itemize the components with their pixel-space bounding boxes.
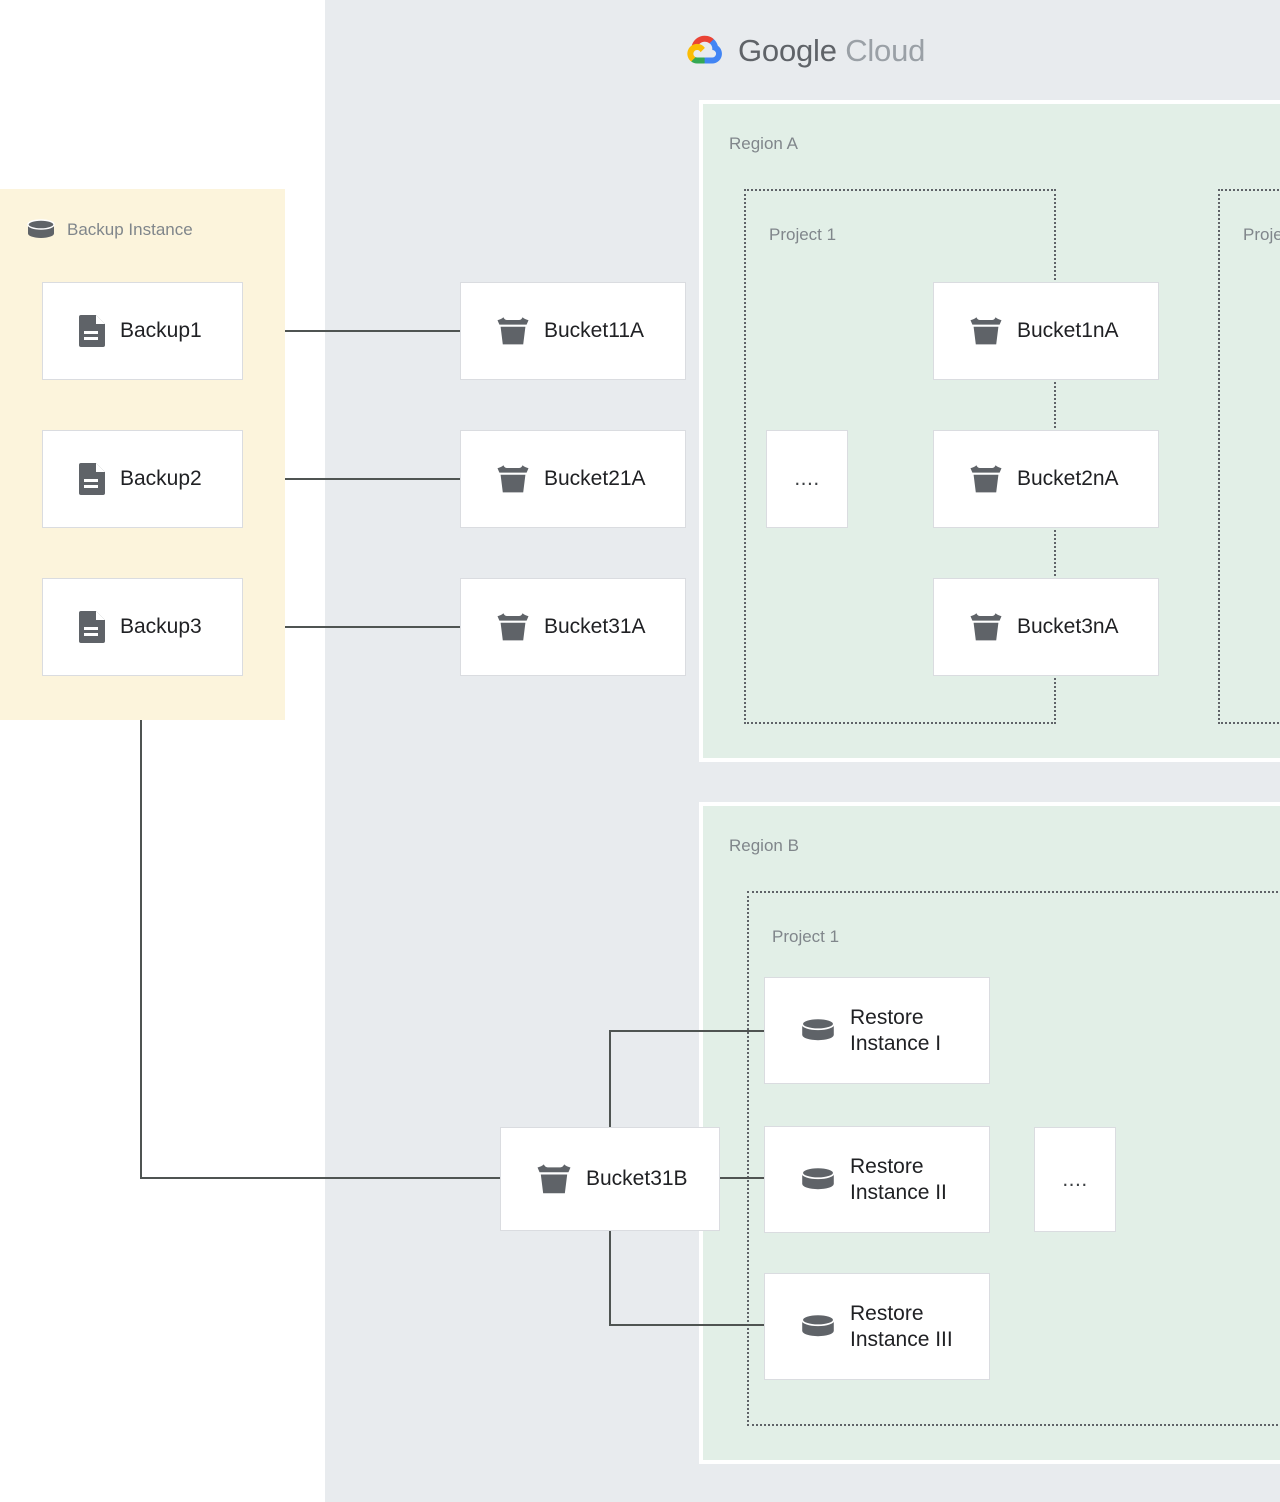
google-cloud-logo-icon [682,31,726,71]
node-bucket11a[interactable]: Bucket11A [460,282,686,380]
storage-bucket-icon [497,612,529,642]
node-bucket31a-label: Bucket31A [544,615,646,639]
node-bucket3na[interactable]: Bucket3nA [933,578,1159,676]
database-cylinder-icon [801,1017,835,1044]
node-restore-instance-iii-label: Restore Instance III [850,1301,953,1351]
backup-instance-panel: Backup Instance Backup1 [0,189,285,720]
region-a-label: Region A [729,134,798,153]
node-ellipsis-region-a: .... [766,430,848,528]
brand-name-cloud: Cloud [845,33,926,68]
database-cylinder-icon [801,1313,835,1340]
google-cloud-brand: Google Cloud [682,31,925,71]
database-cylinder-icon [27,219,55,241]
database-cylinder-icon [801,1166,835,1193]
connector-backup3-to-bucket31b-horizontal [140,1177,500,1179]
storage-bucket-icon [970,316,1002,346]
storage-bucket-icon [537,1163,571,1195]
backup-instance-header: Backup Instance [27,219,193,241]
node-restore-instance-i-label: Restore Instance I [850,1005,942,1055]
connector-backup1-to-bucket11a [243,330,460,332]
storage-bucket-icon [497,464,529,494]
node-bucket3na-label: Bucket3nA [1017,615,1119,639]
region-b-label: Region B [729,836,799,855]
node-bucket31b-label: Bucket31B [586,1167,688,1191]
node-backup1-label: Backup1 [120,319,202,343]
project-1-region-b-label: Project 1 [772,927,840,946]
node-backup3-label: Backup3 [120,615,202,639]
project-1-region-b-container: Project 1 [747,891,1280,1426]
node-bucket2na-label: Bucket2nA [1017,467,1119,491]
node-bucket1na[interactable]: Bucket1nA [933,282,1159,380]
storage-bucket-icon [497,316,529,346]
document-icon [79,611,105,643]
storage-bucket-icon [970,612,1002,642]
node-bucket21a-label: Bucket21A [544,467,646,491]
connector-bucket31b-to-restore-iii [609,1324,765,1326]
node-ellipsis-region-b: .... [1034,1127,1116,1232]
node-backup2[interactable]: Backup2 [42,430,243,528]
connector-bucket31b-branch-up [609,1030,611,1140]
project-1-region-a-label: Project 1 [769,225,837,244]
node-bucket1na-label: Bucket1nA [1017,319,1119,343]
google-cloud-panel: Google Cloud Region A Project 1 Project … [325,0,1280,1502]
project-n-region-a-container: Project n [1218,189,1280,724]
node-restore-instance-ii[interactable]: Restore Instance II [764,1126,990,1233]
document-icon [79,315,105,347]
node-backup1[interactable]: Backup1 [42,282,243,380]
node-backup3[interactable]: Backup3 [42,578,243,676]
node-bucket21a[interactable]: Bucket21A [460,430,686,528]
storage-bucket-icon [970,464,1002,494]
brand-name-google: Google [738,33,837,68]
connector-bucket31b-to-restore-i [609,1030,765,1032]
connector-backup3-down-segment [140,677,142,1179]
document-icon [79,463,105,495]
node-restore-instance-i[interactable]: Restore Instance I [764,977,990,1084]
node-bucket31b[interactable]: Bucket31B [500,1127,720,1231]
project-n-region-a-label: Project n [1243,225,1280,244]
google-cloud-wordmark: Google Cloud [738,33,925,69]
node-bucket2na[interactable]: Bucket2nA [933,430,1159,528]
ellipsis-region-a-label: .... [794,467,820,491]
connector-bucket31b-branch-down [609,1216,611,1326]
node-restore-instance-ii-label: Restore Instance II [850,1154,947,1204]
node-restore-instance-iii[interactable]: Restore Instance III [764,1273,990,1380]
node-backup2-label: Backup2 [120,467,202,491]
connector-backup3-to-bucket31a [243,626,460,628]
backup-instance-title: Backup Instance [67,220,193,239]
node-bucket31a[interactable]: Bucket31A [460,578,686,676]
connector-backup2-to-bucket21a [243,478,460,480]
connector-bucket31b-to-restore-ii [720,1177,765,1179]
node-bucket11a-label: Bucket11A [544,319,645,343]
ellipsis-region-b-label: .... [1062,1167,1088,1191]
